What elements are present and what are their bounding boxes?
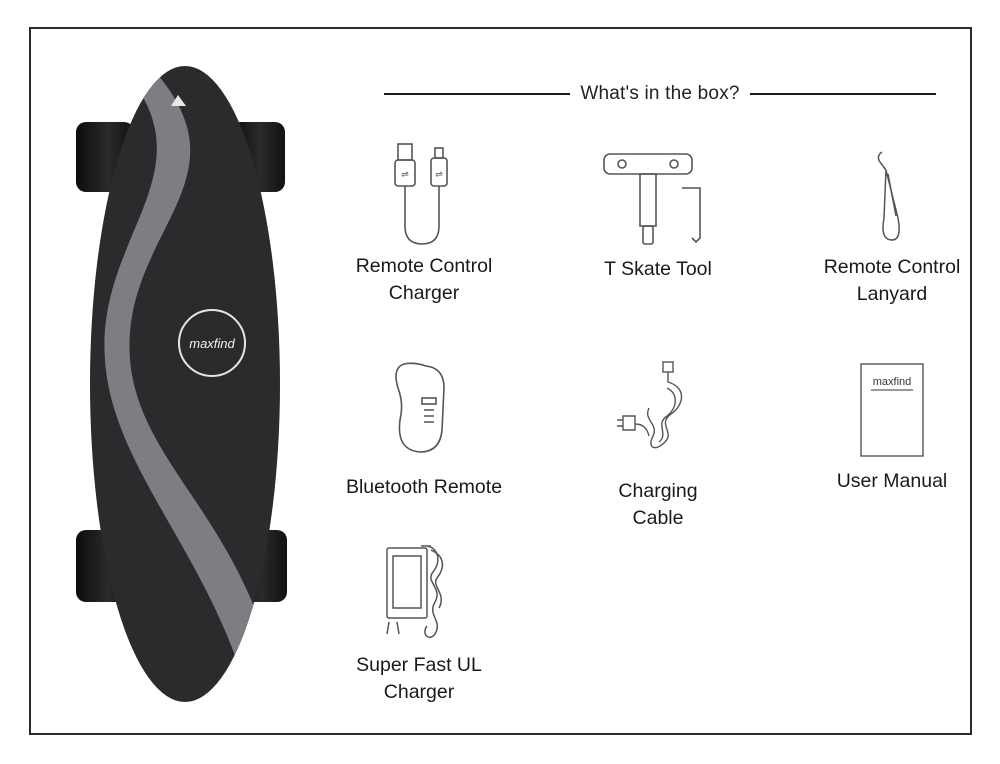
section-title: What's in the box? (580, 83, 740, 104)
item-t-skate-tool: T Skate Tool (568, 148, 748, 283)
item-label-line: Remote Control (823, 256, 961, 278)
item-charging-cable: Charging Cable (570, 358, 746, 532)
item-label-line: Lanyard (856, 283, 928, 305)
item-user-manual: maxfind User Manual (800, 362, 984, 495)
item-label-line: Remote Control (355, 255, 493, 277)
charger-icon (386, 545, 444, 638)
svg-text:⇌: ⇌ (435, 170, 443, 180)
item-label-line: Bluetooth Remote (345, 476, 503, 498)
usb-cable-icon: ⇌ ⇌ (394, 143, 448, 245)
item-label-line: Charger (383, 681, 455, 703)
svg-text:⇌: ⇌ (401, 170, 409, 180)
item-super-fast-ul-charger: Super Fast UL Charger (324, 538, 514, 706)
item-label-line: Charging (618, 480, 698, 502)
item-bluetooth-remote: Bluetooth Remote (324, 358, 524, 501)
remote-icon (395, 362, 445, 453)
t-tool-icon (603, 153, 701, 245)
item-remote-control-charger: ⇌ ⇌ Remote Control Charger (324, 140, 524, 307)
item-remote-control-lanyard: Remote Control Lanyard (790, 148, 994, 308)
lanyard-icon (877, 151, 900, 241)
heading-rule-left (384, 93, 571, 95)
manual-cover-text: maxfind (873, 376, 912, 388)
item-label-line: Cable (632, 507, 684, 529)
heading-rule-right (749, 93, 936, 95)
manual-icon: maxfind (860, 363, 924, 457)
item-label-line: User Manual (836, 470, 948, 492)
item-label-line: T Skate Tool (604, 258, 712, 280)
item-label-line: Super Fast UL (356, 654, 482, 676)
section-heading: What's in the box? (384, 80, 936, 108)
power-cable-icon (617, 361, 683, 449)
item-label-line: Charger (388, 282, 460, 304)
